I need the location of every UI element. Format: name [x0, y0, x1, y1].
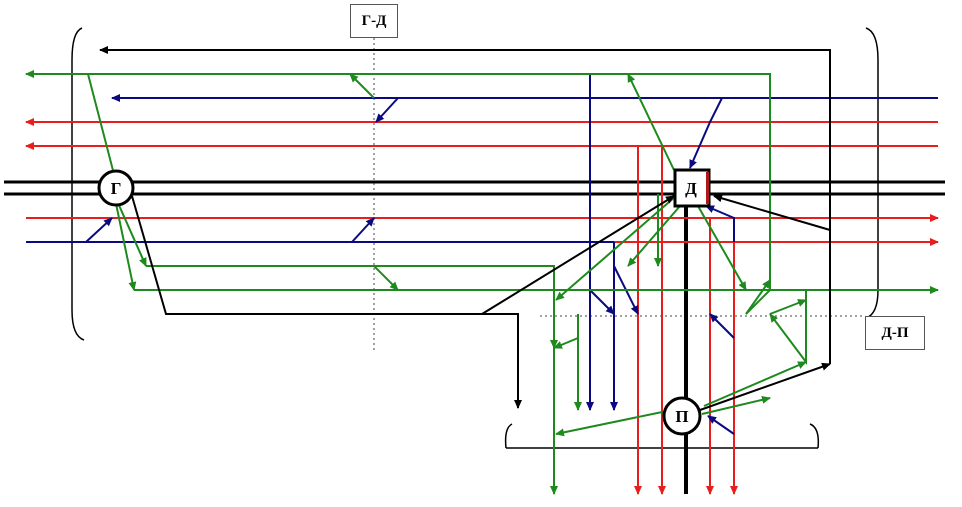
- station-p: П: [662, 396, 702, 436]
- station-d: Д: [673, 168, 711, 208]
- blue-flow-to-d-2: [705, 205, 735, 242]
- green-flow-p-to-east-2: [701, 395, 771, 415]
- station-g-label: Г: [111, 179, 122, 198]
- green-flow-d-to-sw: [627, 205, 681, 267]
- station-d-label: Д: [685, 179, 697, 198]
- green-flow-g-south-2: [113, 193, 137, 291]
- blue-flow-up-to-g: [85, 217, 113, 243]
- blue-flow-up-east: [351, 217, 375, 243]
- blue-flow-to-main-west: [375, 97, 399, 123]
- black-flows: [99, 46, 831, 411]
- black-flow-to-d: [481, 195, 675, 315]
- green-flow-right-east: [769, 299, 807, 315]
- red-flows: [25, 118, 939, 495]
- station-p-label: П: [675, 407, 688, 426]
- section-label-g-d: Г-Д: [350, 4, 398, 38]
- section-label-d-p: Д-П: [865, 316, 925, 350]
- blue-flow-up-to-d-p: [709, 313, 735, 339]
- green-flow-d-southeast: [697, 205, 747, 291]
- black-flow-top-loop: [99, 46, 831, 230]
- green-flow-d-up: [627, 73, 675, 171]
- green-flow-to-right: [373, 265, 399, 291]
- black-flow-right-to-d: [713, 194, 831, 231]
- green-flows: [25, 70, 939, 495]
- green-flow-se-up: [745, 279, 771, 315]
- green-flow-se-loop: [745, 289, 807, 365]
- blue-flow-diag-1: [589, 289, 615, 315]
- main-track: [4, 180, 945, 494]
- green-flow-g-to-diag: [87, 73, 117, 183]
- right-bracket: [865, 27, 879, 319]
- left-bracket: [71, 27, 85, 341]
- black-flow-g-south: [131, 195, 522, 409]
- blue-flow-to-d-1: [689, 97, 723, 169]
- station-g: Г: [97, 169, 135, 207]
- black-flow-p-to-right: [699, 362, 831, 411]
- green-flow-p-to-east: [703, 361, 807, 407]
- section-brackets: [71, 27, 879, 449]
- green-flow-down-mid: [553, 314, 579, 349]
- green-flow-d-to-south: [555, 195, 677, 301]
- blue-flows: [26, 74, 938, 435]
- green-flow-p-to-west: [555, 409, 673, 437]
- blue-flow-from-p: [707, 415, 735, 435]
- green-flow-west-top: [25, 70, 771, 290]
- green-flow-up-left: [349, 73, 375, 99]
